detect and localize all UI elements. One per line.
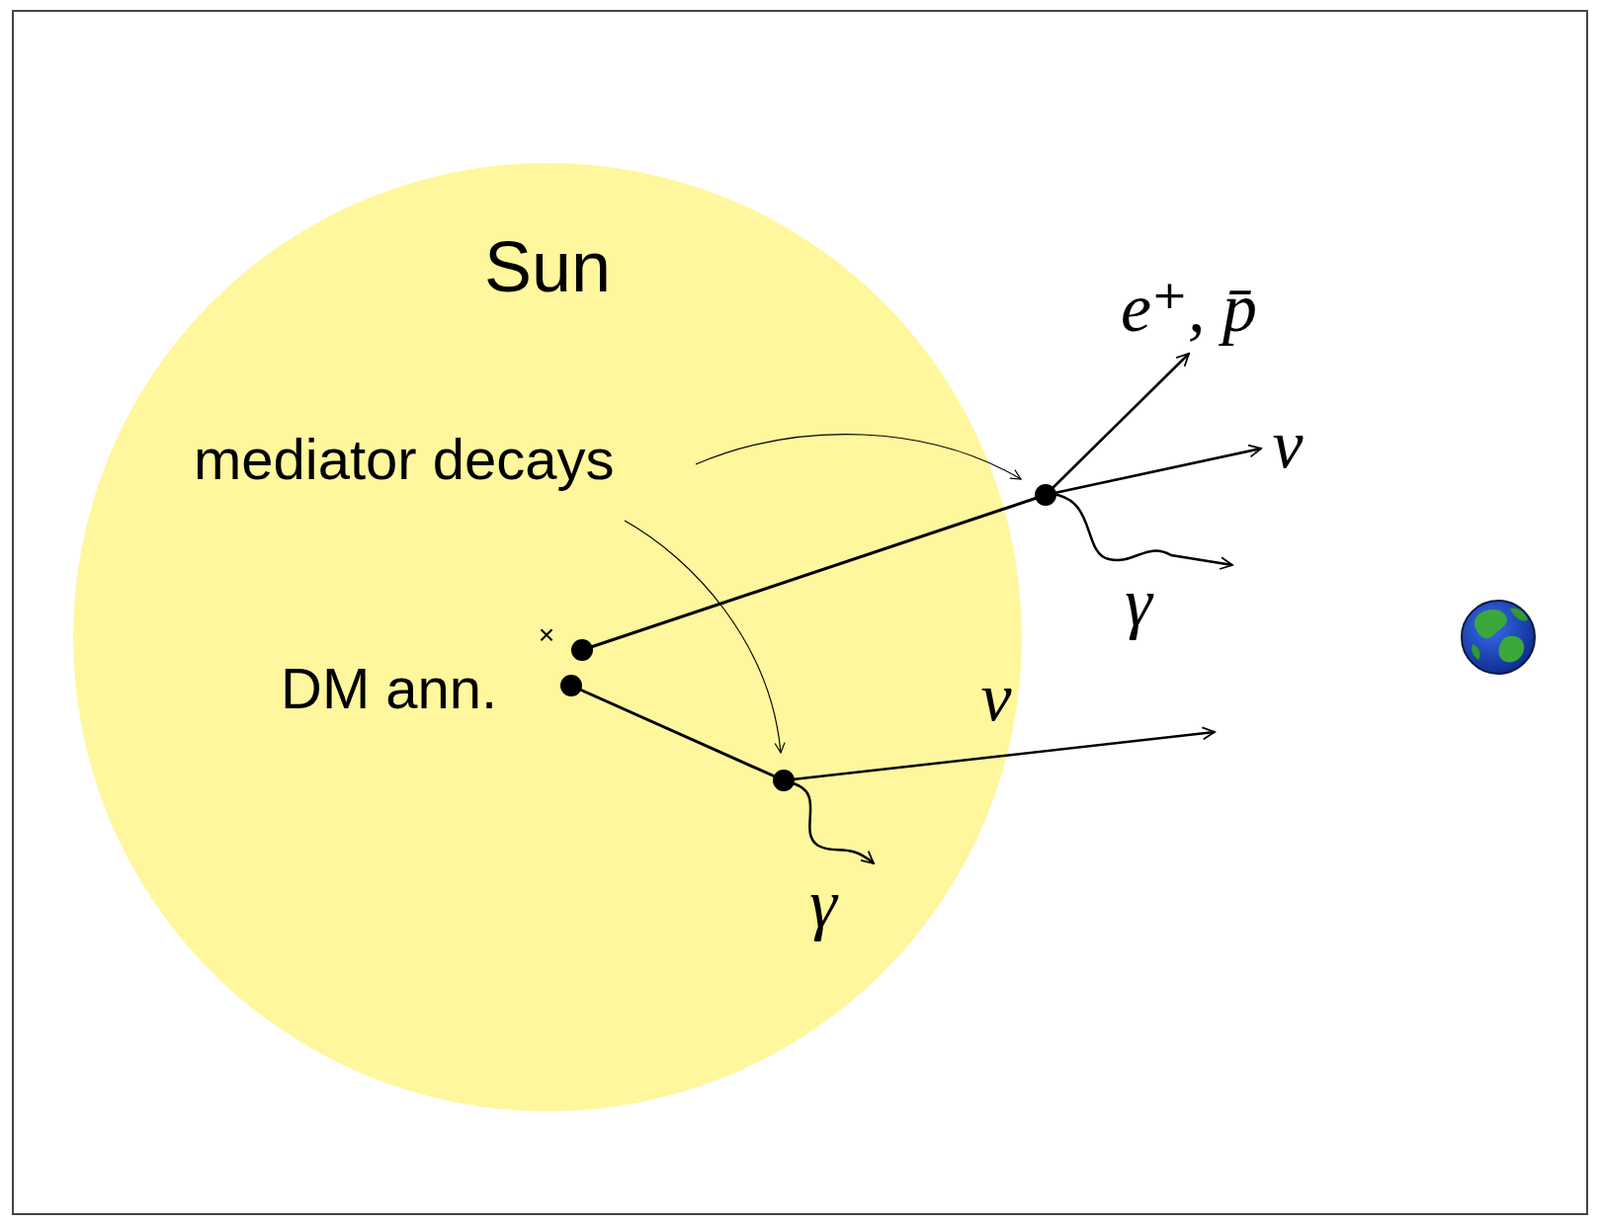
particle-label: ν [980,658,1011,739]
photon-wave [788,782,874,864]
particle-label: γ [809,864,838,945]
particle-label: e⁺, p̄ [1120,268,1258,349]
vertex-dot [560,674,583,697]
callout-text: mediator decays [193,426,615,494]
node-title: Sun [73,228,1022,307]
leader-arrow [624,520,781,754]
callout-text: DM ann. [280,656,498,723]
annihilation-mark: × [538,619,555,652]
particle-label: γ [1124,563,1153,644]
particle-label: ν [1271,405,1303,486]
vertex-dot [772,769,795,792]
mediator-track [582,495,1046,651]
mediator-track [571,685,784,781]
antimatter-track [1045,353,1189,496]
neutrino-track [1045,448,1262,496]
vertex-dot [571,639,593,662]
photon-wave [1051,494,1233,566]
leader-arrow [695,434,1021,480]
earth-icon [1461,600,1535,674]
vertex-dot [1034,484,1057,506]
neutrino-track [783,732,1215,781]
